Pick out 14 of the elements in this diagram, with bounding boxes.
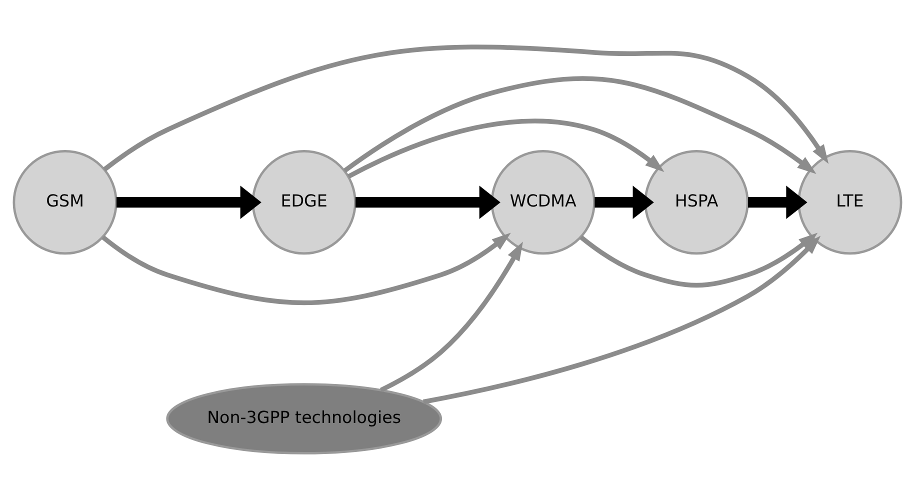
arrow	[579, 232, 818, 288]
node-circle: EDGE	[251, 150, 356, 254]
arrow	[100, 232, 510, 305]
node-ellipse: Non-3GPP technologies	[166, 382, 442, 454]
arrow	[342, 76, 816, 174]
arrow	[116, 185, 261, 218]
arrow	[594, 185, 654, 218]
arrow	[346, 118, 664, 178]
arrow	[379, 241, 522, 392]
arrow	[748, 185, 807, 218]
arrow	[354, 185, 500, 218]
node-circle: GSM	[12, 150, 117, 254]
arrow	[102, 44, 828, 171]
arrow	[422, 235, 820, 404]
